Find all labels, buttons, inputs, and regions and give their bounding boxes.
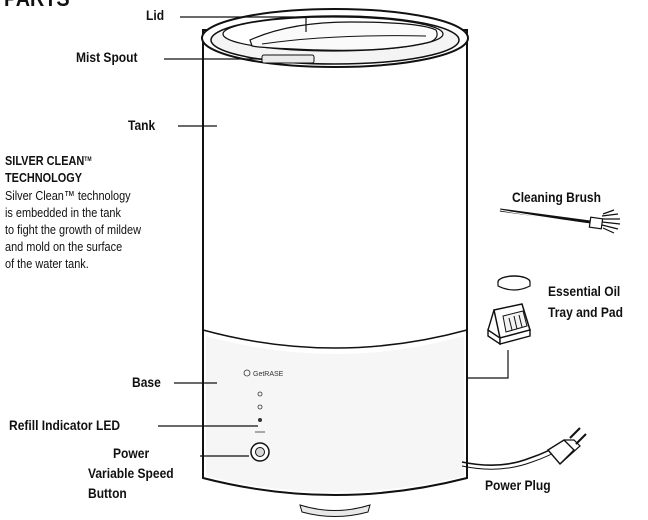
silver-clean-text-line: and mold on the surface <box>5 239 123 254</box>
person-icon <box>257 391 263 397</box>
essential-oil-label-line1: Essential Oil <box>548 283 621 299</box>
silver-clean-text-line: is embedded in the tank <box>5 205 121 220</box>
power-label-line3: Button <box>88 485 127 501</box>
lid-handle <box>249 21 438 51</box>
tank-base-seam <box>202 329 468 349</box>
silver-clean-text-line: to fight the growth of mildew <box>5 222 141 237</box>
refill-led-label: Refill Indicator LED <box>9 417 121 433</box>
trademark-sup: TM <box>84 157 92 163</box>
base-label: Base <box>132 374 161 390</box>
power-label-line2: Variable Speed <box>88 465 174 481</box>
power-cord <box>461 443 561 466</box>
silver-clean-title: SILVER CLEANTM <box>5 153 92 168</box>
tank-label: Tank <box>128 117 156 133</box>
silver-clean-text-line: Silver Clean™ technology <box>5 188 131 203</box>
silver-clean-subtitle: TECHNOLOGY <box>5 170 83 185</box>
power-label-line1: Power <box>113 445 150 461</box>
mist-spout <box>261 54 315 64</box>
base-logo: GetRASE <box>243 369 284 378</box>
silver-clean-title-text: SILVER CLEAN <box>5 153 85 168</box>
power-plug-illustration <box>546 427 587 466</box>
base-logo-text: GetRASE <box>253 371 284 378</box>
lid-label: Lid <box>146 7 165 23</box>
leader-lines <box>158 16 509 457</box>
led-icons <box>255 391 265 433</box>
cleaning-brush-label: Cleaning Brush <box>512 189 601 205</box>
power-button[interactable] <box>250 442 270 462</box>
power-plug-label: Power Plug <box>485 477 551 493</box>
essential-oil-pad <box>497 275 531 291</box>
essential-oil-tray <box>487 303 531 346</box>
mist-spout-label: Mist Spout <box>76 49 138 65</box>
cleaning-brush-illustration <box>499 208 621 234</box>
drop-icon <box>257 404 263 410</box>
silver-clean-text-line: of the water tank. <box>5 256 89 271</box>
page-heading: PARTS <box>4 0 70 12</box>
base-foot <box>299 504 371 517</box>
refill-led <box>258 418 262 422</box>
essential-oil-label-line2: Tray and Pad <box>548 304 623 320</box>
